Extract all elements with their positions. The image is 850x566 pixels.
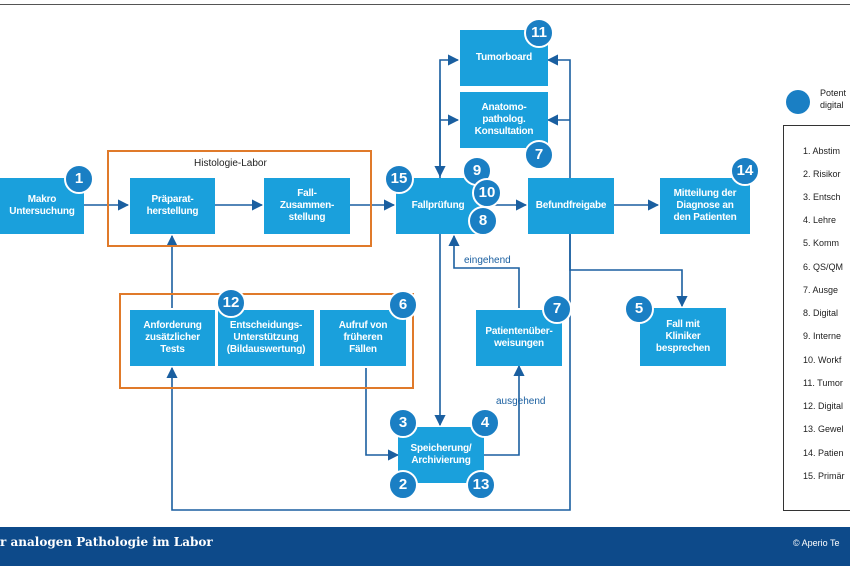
legend-item: 15. Primär <box>803 471 845 481</box>
box-befundfreigabe: Befundfreigabe <box>528 178 614 234</box>
badge-2: 2 <box>388 470 418 500</box>
box-praeparatherstellung: Präparat- herstellung <box>130 178 215 234</box>
legend-item: 3. Entsch <box>803 192 841 202</box>
badge-7-patienten: 7 <box>542 294 572 324</box>
footer-title: r analogen Pathologie im Labor <box>0 535 213 549</box>
badge-5: 5 <box>624 294 654 324</box>
box-makro-untersuchung: Makro Untersuchung <box>0 178 84 234</box>
arrow-to-tumorboard <box>439 54 460 178</box>
legend-item: 12. Digital <box>803 401 844 411</box>
legend-item: 1. Abstim <box>803 146 841 156</box>
legend-item: 6. QS/QM <box>803 262 844 272</box>
legend-list-box <box>783 125 850 511</box>
footer-copyright: © Aperio Te <box>793 538 840 548</box>
box-anforderung-tests: Anforderung zusätzlicher Tests <box>130 310 215 366</box>
arrow-eingehend <box>448 234 520 308</box>
badge-14: 14 <box>730 156 760 186</box>
legend-item: 8. Digital <box>803 308 839 318</box>
badge-7-konsultation: 7 <box>524 140 554 170</box>
histologie-labor-frame <box>107 150 372 247</box>
legend-item: 14. Patien <box>803 448 844 458</box>
badge-8: 8 <box>468 206 498 236</box>
label-eingehend: eingehend <box>464 255 511 266</box>
arrow-tumorboard-back <box>546 54 571 178</box>
legend-item: 11. Tumor <box>803 378 843 388</box>
arrow-loop-anforderung <box>166 233 571 511</box>
legend-item: 9. Interne <box>803 331 842 341</box>
legend-item: 4. Lehre <box>803 215 837 225</box>
legend-circle-icon <box>786 90 810 114</box>
badge-11: 11 <box>524 18 554 48</box>
box-mitteilung-diagnose: Mitteilung der Diagnose an den Patienten <box>660 178 750 234</box>
box-entscheidungs-unterstuetzung: Entscheidungs- Unterstützung (Bildauswer… <box>218 310 314 366</box>
box-anatomo-konsultation: Anatomo- patholog. Konsultation <box>460 92 548 148</box>
badge-15: 15 <box>384 164 414 194</box>
box-aufruf-frueherer-faelle: Aufruf von früheren Fällen <box>320 310 406 366</box>
legend-item: 5. Komm <box>803 238 840 248</box>
badge-3: 3 <box>388 408 418 438</box>
legend-item: 2. Risikor <box>803 169 841 179</box>
badge-13: 13 <box>466 470 496 500</box>
box-fall-zusammenstellung: Fall- Zusammen- stellung <box>264 178 350 234</box>
digital-tools-frame <box>119 293 414 389</box>
arrow-aufruf-speicher <box>365 368 400 461</box>
badge-12: 12 <box>216 288 246 318</box>
badge-4: 4 <box>470 408 500 438</box>
arrow-ausgehend <box>484 364 525 456</box>
footer-bar <box>0 527 850 566</box>
legend-item: 13. Gewel <box>803 424 844 434</box>
top-rule <box>0 4 850 5</box>
badge-1: 1 <box>64 164 94 194</box>
box-fall-kliniker: Fall mit Kliniker besprechen <box>640 308 726 366</box>
legend-caption: Potent digital <box>820 88 847 110</box>
label-ausgehend: ausgehend <box>496 396 546 407</box>
legend-item: 7. Ausge <box>803 285 839 295</box>
arrow-befund-kliniker <box>569 233 688 308</box>
legend-item: 10. Workf <box>803 355 842 365</box>
badge-6: 6 <box>388 290 418 320</box>
histologie-labor-title: Histologie-Labor <box>194 158 267 169</box>
badge-10: 10 <box>472 178 502 208</box>
